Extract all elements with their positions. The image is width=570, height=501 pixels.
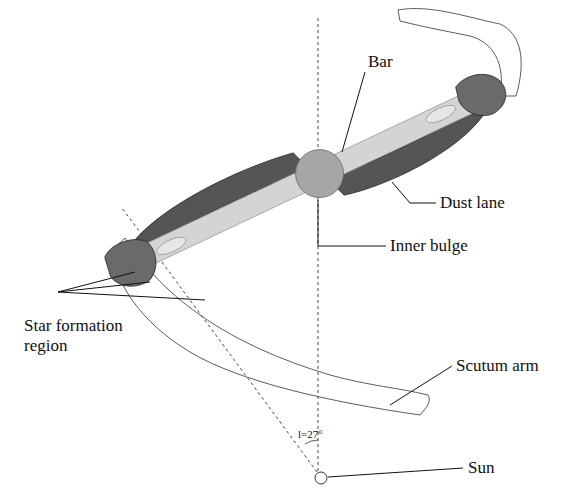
bar-clump xyxy=(424,102,458,127)
part-label: Star formation region xyxy=(24,316,124,355)
angle-label: l=27° xyxy=(298,428,323,441)
leader-line xyxy=(328,468,463,477)
leader-line xyxy=(342,72,365,152)
part-label: Dust lane xyxy=(440,193,505,213)
leader-line xyxy=(58,272,205,300)
sun-symbol xyxy=(315,472,327,484)
angle-arc xyxy=(305,440,318,444)
star-formation-blob xyxy=(451,65,512,124)
part-label: Inner bulge xyxy=(390,236,468,256)
bar-clump xyxy=(154,234,188,259)
bar-group xyxy=(94,54,520,306)
leader-line xyxy=(392,182,436,203)
spiral-arm xyxy=(112,238,429,415)
bar-shape xyxy=(115,82,497,278)
part-label: Sun xyxy=(468,458,494,478)
part-label: Bar xyxy=(368,52,393,72)
star-formation-blob xyxy=(99,232,164,296)
leader-line xyxy=(318,200,386,246)
part-label: Scutum arm xyxy=(456,356,539,376)
leader-line xyxy=(390,366,452,405)
